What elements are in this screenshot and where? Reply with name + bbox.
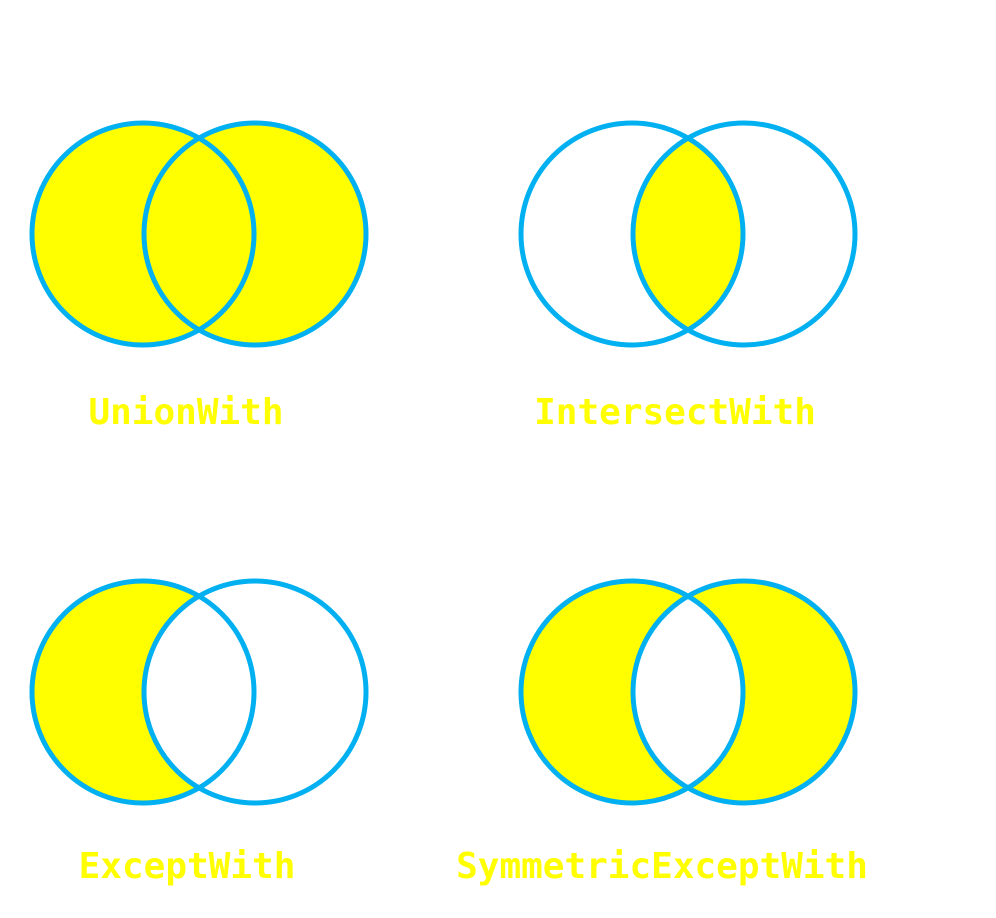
symmetric-except-right-set-circle xyxy=(630,578,858,806)
union-left-set-circle xyxy=(29,120,257,348)
except-venn xyxy=(29,578,369,806)
symmetric-except-with-label: SymmetricExceptWith xyxy=(456,846,868,887)
intersect-overlap-fill xyxy=(633,123,743,345)
except-overlap-cutout xyxy=(144,581,254,803)
union-with-label: UnionWith xyxy=(88,392,284,433)
intersect-left-set-circle xyxy=(518,120,746,348)
union-right-set-circle xyxy=(141,120,369,348)
except-left-set-circle xyxy=(29,578,257,806)
symmetric-except-overlap-cutout xyxy=(633,581,743,803)
intersect-venn xyxy=(518,120,858,348)
intersect-with-label: IntersectWith xyxy=(534,392,816,433)
intersect-right-set-circle xyxy=(630,120,858,348)
except-right-set-circle xyxy=(141,578,369,806)
union-venn xyxy=(29,120,369,348)
symmetric-except-venn xyxy=(518,578,858,806)
symmetric-except-left-set-circle xyxy=(518,578,746,806)
except-with-label: ExceptWith xyxy=(78,846,296,887)
